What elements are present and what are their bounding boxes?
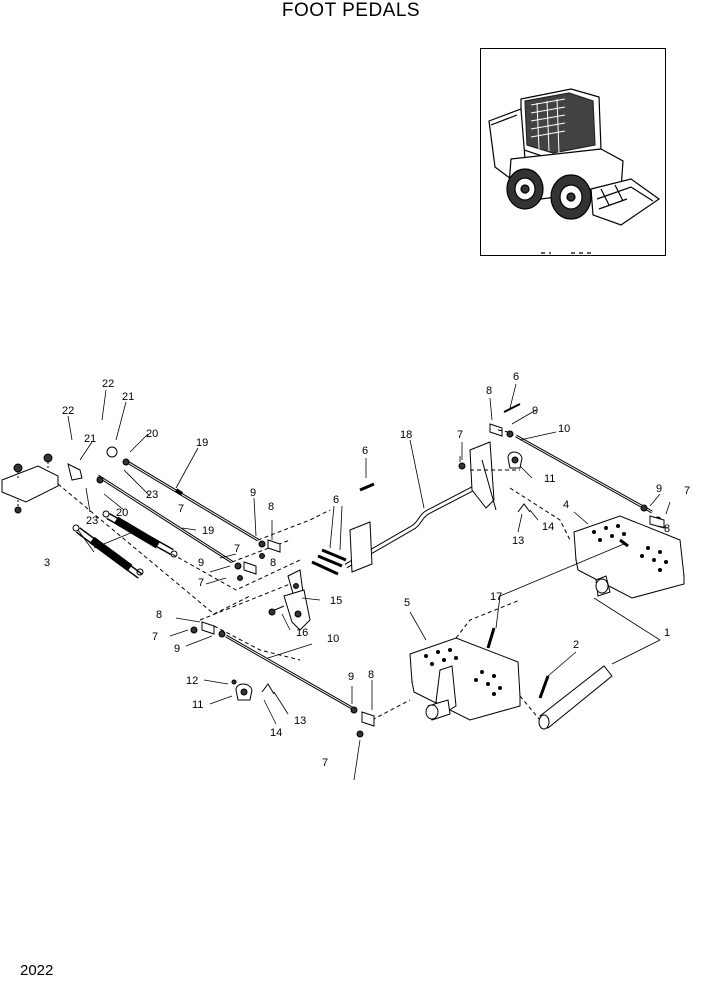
callout-9: 9 bbox=[532, 405, 538, 417]
callout-12: 12 bbox=[186, 675, 198, 687]
gas-spring-pair bbox=[72, 510, 178, 579]
callout-21: 21 bbox=[122, 391, 134, 403]
lower-linkage bbox=[190, 621, 375, 738]
callout-6: 6 bbox=[513, 371, 519, 383]
callout-8: 8 bbox=[486, 385, 492, 397]
callout-7: 7 bbox=[684, 485, 690, 497]
control-rod-upper bbox=[106, 446, 259, 542]
callout-19: 19 bbox=[202, 525, 214, 537]
callout-7: 7 bbox=[178, 503, 184, 515]
callout-6: 6 bbox=[362, 445, 368, 457]
callout-14: 14 bbox=[270, 727, 282, 739]
callout-7: 7 bbox=[198, 577, 204, 589]
callout-8: 8 bbox=[156, 609, 162, 621]
callout-3: 3 bbox=[44, 557, 50, 569]
callout-8: 8 bbox=[368, 669, 374, 681]
callout-7: 7 bbox=[152, 631, 158, 643]
callout-9: 9 bbox=[348, 671, 354, 683]
callout-20: 20 bbox=[116, 507, 128, 519]
skid-steer-loader-icon bbox=[488, 88, 661, 254]
callout-18: 18 bbox=[400, 429, 412, 441]
callout-11: 11 bbox=[544, 473, 555, 485]
callout-6: 6 bbox=[333, 494, 339, 506]
callout-9: 9 bbox=[198, 557, 204, 569]
callout-2: 2 bbox=[573, 639, 579, 651]
callout-13: 13 bbox=[512, 535, 524, 547]
callout-8: 8 bbox=[268, 501, 274, 513]
page-title: FOOT PEDALS bbox=[281, 0, 421, 21]
callout-7: 7 bbox=[322, 757, 328, 769]
control-rod-lower bbox=[67, 463, 233, 564]
page-number: 2022 bbox=[20, 962, 54, 979]
foot-pedal-right bbox=[573, 515, 685, 599]
clevis-and-nuts-left bbox=[234, 539, 281, 581]
callout-8: 8 bbox=[270, 557, 276, 569]
callout-13: 13 bbox=[294, 715, 306, 727]
callout-9: 9 bbox=[656, 483, 662, 495]
callout-11: 11 bbox=[192, 699, 203, 711]
callout-8: 8 bbox=[664, 523, 670, 535]
callout-23: 23 bbox=[146, 489, 158, 501]
pedal-shaft-tube bbox=[538, 665, 613, 730]
callout-14: 14 bbox=[542, 521, 554, 533]
callout-15: 15 bbox=[330, 595, 342, 607]
callout-21: 21 bbox=[84, 433, 96, 445]
callout-20: 20 bbox=[146, 428, 158, 440]
mounting-bolts-center bbox=[311, 482, 375, 576]
foot-pedal-left bbox=[409, 637, 521, 721]
callout-23: 23 bbox=[86, 515, 98, 527]
callout-9: 9 bbox=[250, 487, 256, 499]
cross-shaft bbox=[344, 441, 497, 573]
callout-22: 22 bbox=[62, 405, 74, 417]
machine-thumbnail-frame bbox=[480, 48, 666, 256]
callout-5: 5 bbox=[404, 597, 410, 609]
callout-19: 19 bbox=[196, 437, 208, 449]
callout-10: 10 bbox=[327, 633, 339, 645]
right-upper-linkage bbox=[458, 403, 665, 529]
callout-7: 7 bbox=[234, 543, 240, 555]
callout-1: 1 bbox=[664, 627, 670, 639]
callout-7: 7 bbox=[457, 429, 463, 441]
callout-22: 22 bbox=[102, 378, 114, 390]
callout-17: 17 bbox=[490, 591, 502, 603]
callout-16: 16 bbox=[296, 627, 308, 639]
callout-9: 9 bbox=[174, 643, 180, 655]
pivot-bracket bbox=[268, 569, 311, 631]
bracket-plate bbox=[1, 453, 59, 514]
callout-4: 4 bbox=[563, 499, 569, 511]
callout-10: 10 bbox=[558, 423, 570, 435]
